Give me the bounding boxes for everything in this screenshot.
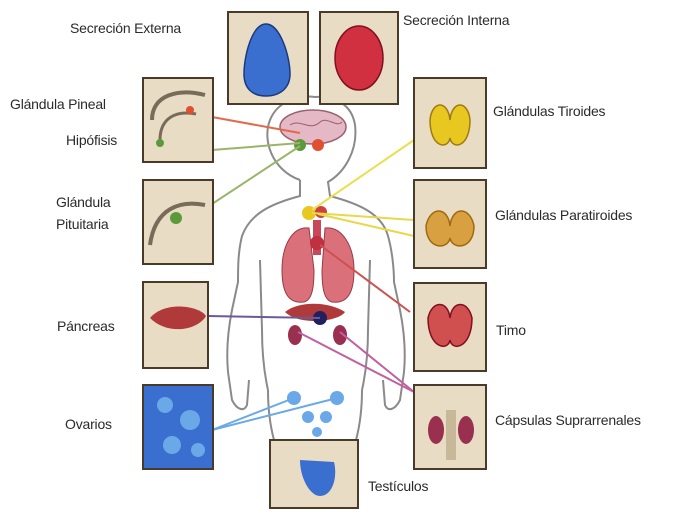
label-glandula-pineal: Glándula Pineal (10, 96, 106, 112)
panel-secrecion-interna (320, 12, 398, 104)
panel-pancreas (143, 282, 208, 368)
panel-glandula-pineal (143, 78, 213, 162)
line-suprarrenales-a (340, 332, 414, 392)
label-hipofisis: Hipófisis (66, 132, 117, 148)
panel-capsulas-suprarrenales (414, 385, 486, 469)
heart-icon (310, 236, 324, 250)
label-pancreas: Páncreas (57, 318, 115, 334)
label-glandulas-paratiroides: Glándulas Paratiroides (495, 207, 632, 223)
line-suprarrenales-b (298, 332, 414, 392)
line-ovarios-a (212, 398, 294, 430)
label-secrecion-interna: Secreción Interna (403, 12, 509, 28)
panel-timo (414, 283, 486, 371)
panel-secrecion-externa (228, 12, 308, 104)
line-hipofisis (212, 143, 300, 150)
line-pituitaria (212, 146, 300, 204)
label-glandula-pituitaria-2: Pituitaria (56, 216, 108, 232)
label-glandulas-tiroides: Glándulas Tiroides (493, 103, 605, 119)
line-tiroides (312, 140, 414, 210)
panel-glandula-pituitaria (143, 180, 213, 264)
panel-ovarios (143, 385, 213, 469)
label-secrecion-externa: Secreción Externa (70, 20, 181, 36)
kidney-icon (285, 304, 347, 345)
label-timo: Timo (496, 322, 526, 338)
label-testiculos: Testículos (368, 478, 428, 494)
line-ovarios-b (212, 398, 337, 430)
panel-glandulas-paratiroides (414, 180, 486, 268)
panel-testiculos (270, 440, 358, 508)
panel-glandulas-tiroides (414, 78, 486, 168)
label-glandula-pituitaria-1: Glándula (56, 194, 110, 210)
label-capsulas-suprarrenales: Cápsulas Suprarrenales (495, 412, 641, 428)
label-ovarios: Ovarios (65, 416, 112, 432)
